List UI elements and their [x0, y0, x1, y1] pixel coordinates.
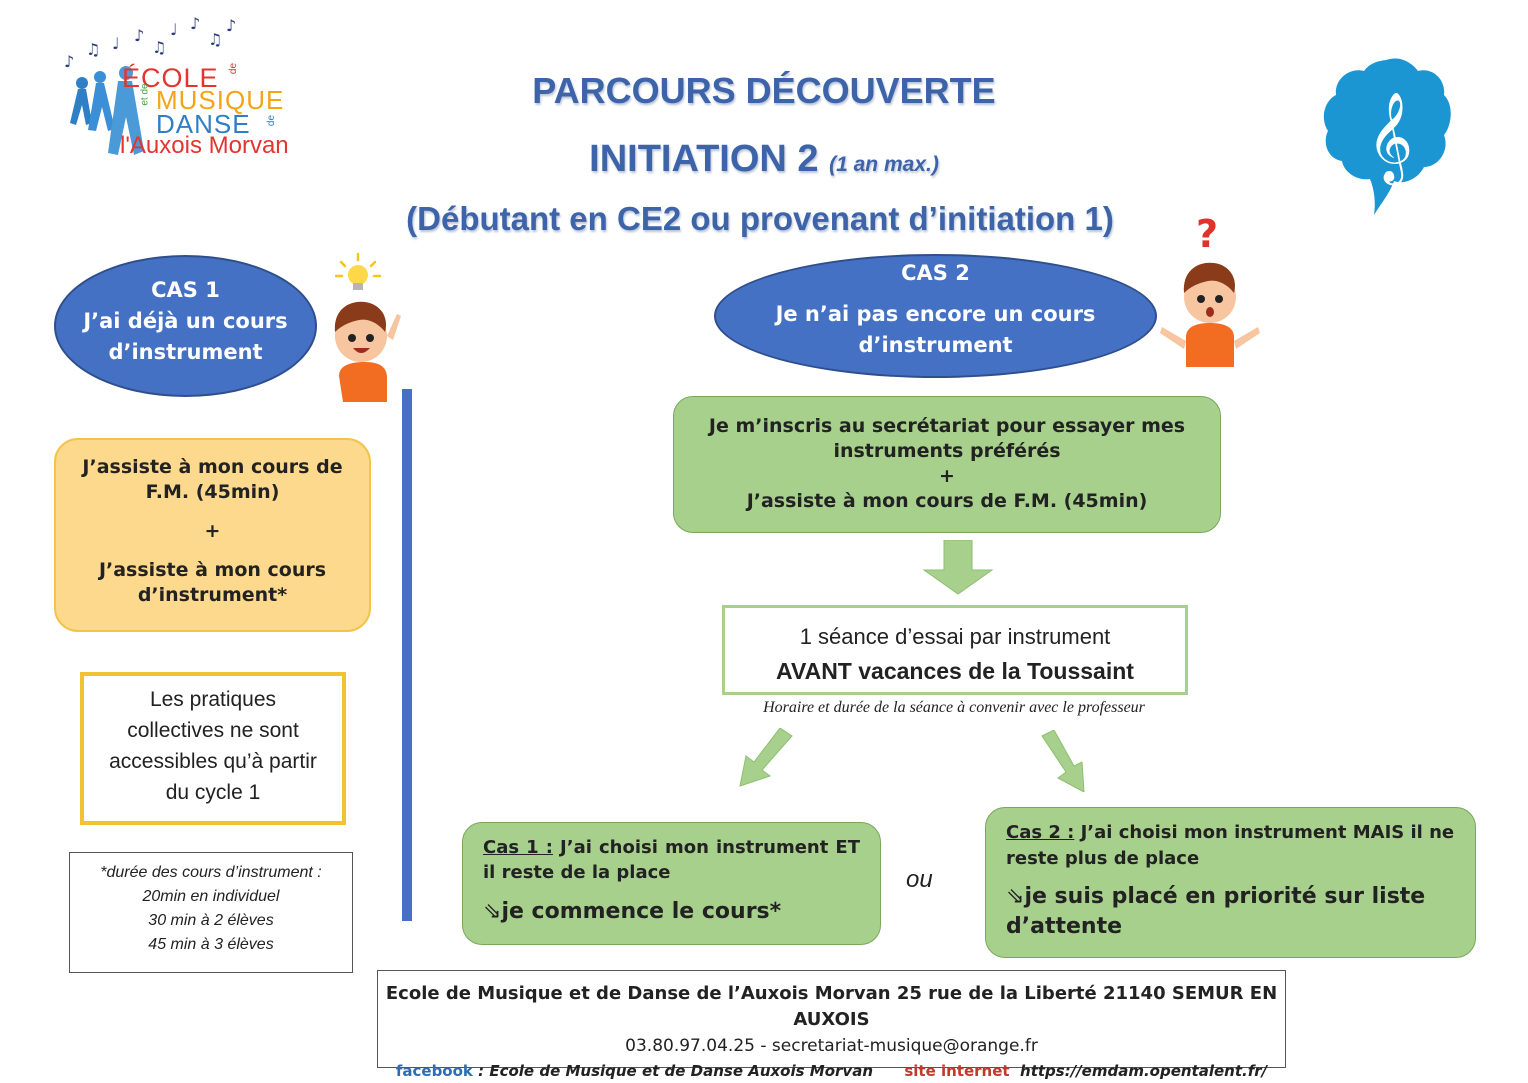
cas1-fm-line2: F.M. (45min)	[145, 481, 280, 503]
cas1-courses-box: J’assiste à mon cours de F.M. (45min) + …	[54, 438, 371, 632]
trial-line1: 1 séance d’essai par instrument	[799, 624, 1111, 649]
subcase1-box: Cas 1 : J’ai choisi mon instrument ET il…	[462, 822, 881, 945]
pratiques-line4: du cycle 1	[165, 781, 261, 804]
footer-sep: -	[754, 1036, 772, 1056]
cas2-label: CAS 2	[901, 261, 970, 285]
cas2-registration-box: Je m’inscris au secrétariat pour essayer…	[673, 396, 1221, 533]
duration-note: *durée des cours d’instrument : 20min en…	[69, 852, 353, 973]
music-notes-icon: ♪♫♩ ♪♫♩ ♪♫♪	[64, 15, 236, 155]
cas1-line2: d’instrument	[108, 340, 263, 364]
boy-shrugging-icon	[1160, 262, 1260, 367]
registration-line1: Je m’inscris au secrétariat pour essayer…	[708, 415, 1186, 437]
svg-text:♫: ♫	[208, 30, 222, 49]
note-line2: 20min en individuel	[142, 888, 280, 905]
cas2-line1: Je n’ai pas encore un cours	[775, 302, 1096, 326]
arrow-right-down-icon: ⇘	[483, 899, 502, 924]
facebook-label[interactable]: facebook	[395, 1062, 473, 1080]
question-mark-icon: ?	[1196, 212, 1219, 256]
subcase1-result: je commence le cours*	[501, 899, 782, 924]
down-arrow-icon	[922, 540, 994, 595]
note-line4: 45 min à 3 élèves	[148, 936, 274, 953]
note-line1: *durée des cours d’instrument :	[100, 864, 322, 881]
footer-web: facebook : Ecole de Musique et de Danse …	[378, 1059, 1285, 1083]
registration-line3: J’assiste à mon cours de F.M. (45min)	[746, 490, 1148, 512]
subcase2-box: Cas 2 : J’ai choisi mon instrument MAIS …	[985, 807, 1476, 958]
subtitle-note: (1 an max.)	[829, 153, 939, 176]
contact-footer: Ecole de Musique et de Danse de l’Auxois…	[377, 970, 1286, 1080]
registration-line2: instruments préférés	[833, 440, 1061, 462]
facebook-text: : Ecole de Musique et de Danse Auxois Mo…	[472, 1062, 873, 1080]
diagonal-arrow-left-icon	[739, 728, 793, 787]
school-logo: ♪♫♩ ♪♫♩ ♪♫♪ ÉCOLE de et de MUSIQUE DANSE…	[30, 15, 370, 165]
pratiques-line3: accessibles qu’à partir	[109, 750, 317, 773]
cas2-line2: d’instrument	[858, 333, 1013, 357]
boy-pointing-icon	[334, 301, 401, 402]
collective-practices-box: Les pratiques collectives ne sont access…	[80, 672, 346, 825]
audience-line: (Débutant en CE2 ou provenant d’initiati…	[406, 200, 1114, 237]
pratiques-line2: collectives ne sont	[127, 719, 299, 742]
site-url[interactable]: https://emdam.opentalent.fr/	[1020, 1062, 1268, 1080]
schedule-note: Horaire et durée de la séance à convenir…	[763, 699, 1145, 716]
svg-text:♫: ♫	[86, 40, 100, 59]
cas1-label: CAS 1	[151, 278, 220, 302]
subcase1-label: Cas 1 :	[483, 837, 553, 858]
cas2-oval: CAS 2 Je n’ai pas encore un cours d’inst…	[714, 254, 1157, 378]
footer-phone: 03.80.97.04.25	[625, 1036, 755, 1056]
svg-text:♪: ♪	[134, 26, 144, 45]
svg-text:♩: ♩	[170, 20, 178, 39]
cas1-instrument-line1: J’assiste à mon cours	[98, 559, 327, 581]
or-label: ou	[906, 866, 933, 893]
svg-text:♪: ♪	[226, 16, 236, 35]
vertical-divider	[402, 389, 412, 921]
subtitle-main: INITIATION 2	[589, 138, 819, 180]
cas1-oval: CAS 1 J’ai déjà un cours d’instrument	[54, 255, 317, 397]
cas1-line1: J’ai déjà un cours	[83, 309, 288, 333]
logo-ecole: ÉCOLE	[122, 63, 219, 93]
subcase2-label: Cas 2 :	[1006, 822, 1075, 843]
page-subtitle: INITIATION 2 (1 an max.)	[0, 138, 1528, 181]
trial-line2: AVANT vacances de la Toussaint	[776, 658, 1134, 684]
svg-text:♪: ♪	[190, 15, 200, 33]
registration-plus: +	[939, 465, 955, 487]
footer-address: Ecole de Musique et de Danse de l’Auxois…	[385, 983, 1278, 1030]
logo-auxois: l'Auxois Morvan	[120, 132, 289, 159]
logo-musique: MUSIQUE	[156, 85, 285, 115]
cas1-plus: +	[204, 520, 221, 542]
diagonal-arrow-right-icon	[1041, 730, 1085, 792]
arrow-right-down-icon: ⇘	[1006, 884, 1025, 909]
cas1-instrument-line2: d’instrument*	[137, 584, 288, 606]
page-title: PARCOURS DÉCOUVERTE	[532, 70, 996, 111]
subcase2-result: je suis placé en priorité sur liste d’at…	[1006, 884, 1426, 939]
pratiques-line1: Les pratiques	[149, 688, 277, 711]
note-line3: 30 min à 2 élèves	[148, 912, 274, 929]
subcase1-text: J’ai choisi mon instrument ET il reste d…	[483, 837, 860, 883]
svg-text:𝄞: 𝄞	[1367, 92, 1413, 186]
trial-session-box: 1 séance d’essai par instrument AVANT va…	[722, 605, 1188, 695]
cas1-fm-line1: J’assiste à mon cours de	[82, 456, 343, 478]
logo-de2: de	[266, 114, 278, 127]
site-label: site internet	[904, 1062, 1010, 1080]
footer-contact: 03.80.97.04.25 - secretariat-musique@ora…	[378, 1033, 1285, 1059]
footer-email[interactable]: secretariat-musique@orange.fr	[771, 1036, 1038, 1056]
svg-text:♫: ♫	[152, 38, 166, 57]
subcase2-text: J’ai choisi mon instrument MAIS il ne re…	[1006, 822, 1455, 869]
logo-danse: DANSE	[156, 109, 251, 139]
lightbulb-icon	[335, 252, 381, 290]
svg-text:♪: ♪	[64, 52, 74, 71]
svg-text:♩: ♩	[112, 34, 120, 53]
treble-clef-bubble-icon: 𝄞	[1323, 58, 1451, 216]
